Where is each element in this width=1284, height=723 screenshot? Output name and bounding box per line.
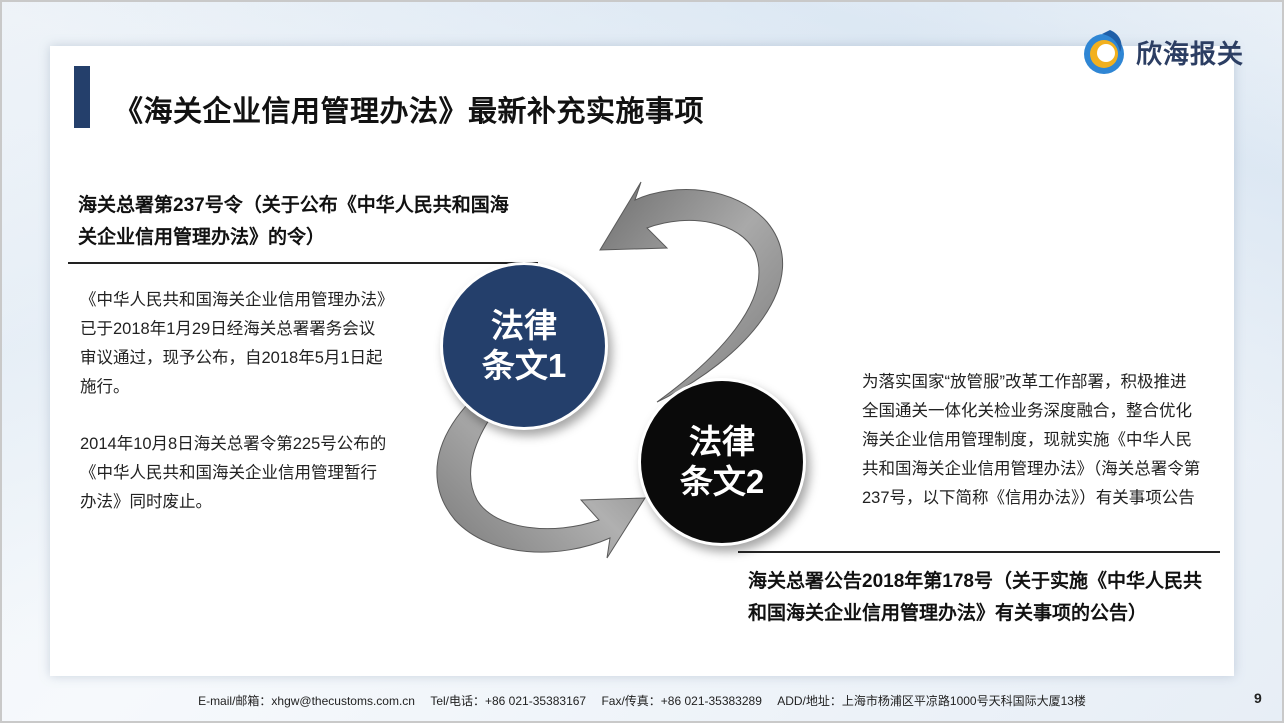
announcement-178-paragraph: 为落实国家“放管服”改革工作部署，积极推进全国通关一体化关检业务深度融合，整合优… [862,373,1201,507]
decree-237-heading: 海关总署第237号令（关于公布《中华人民共和国海关企业信用管理办法》的令） [78,195,509,248]
logo-text: 欣海报关 [1136,38,1245,69]
left-divider [68,262,538,264]
legal-provision-1-circle: 法律 条文1 [440,262,608,430]
footer-tel: Tel/电话：+86 021-35383167 [430,694,587,708]
decree-225-paragraph: 2014年10月8日海关总署令第225号公布的《中华人民共和国海关企业信用管理暂… [80,435,387,511]
legal-provision-2-circle: 法律 条文2 [638,378,806,546]
page-title: 《海关企业信用管理办法》最新补充实施事项 [114,96,705,128]
xinhai-logo-icon [1084,30,1124,74]
slide-card [50,46,1234,676]
footer-email: E-mail/邮箱：xhgw@thecustoms.com.cn [198,694,415,708]
announcement-178-heading: 海关总署公告2018年第178号（关于实施《中华人民共和国海关企业信用管理办法》… [748,571,1202,624]
brand-logo: 欣海报关 [1080,24,1260,80]
footer-address: ADD/地址：上海市杨浦区平凉路1000号天科国际大厦13楼 [777,694,1086,708]
footer-contact: E-mail/邮箱：xhgw@thecustoms.com.cn Tel/电话：… [0,692,1284,709]
curved-arrow-left-icon [599,181,784,403]
circle2-line2: 条文2 [679,463,765,500]
decree-237-paragraph: 《中华人民共和国海关企业信用管理办法》已于2018年1月29日经海关总署署务会议… [80,291,386,396]
circle1-line2: 条文1 [481,347,567,384]
title-accent-bar [74,66,90,128]
footer-fax: Fax/传真：+86 021-35383289 [601,694,762,708]
circle1-line1: 法律 [491,307,557,344]
circle2-line1: 法律 [689,423,755,460]
right-divider [738,551,1220,553]
page-number: 9 [1254,690,1262,706]
